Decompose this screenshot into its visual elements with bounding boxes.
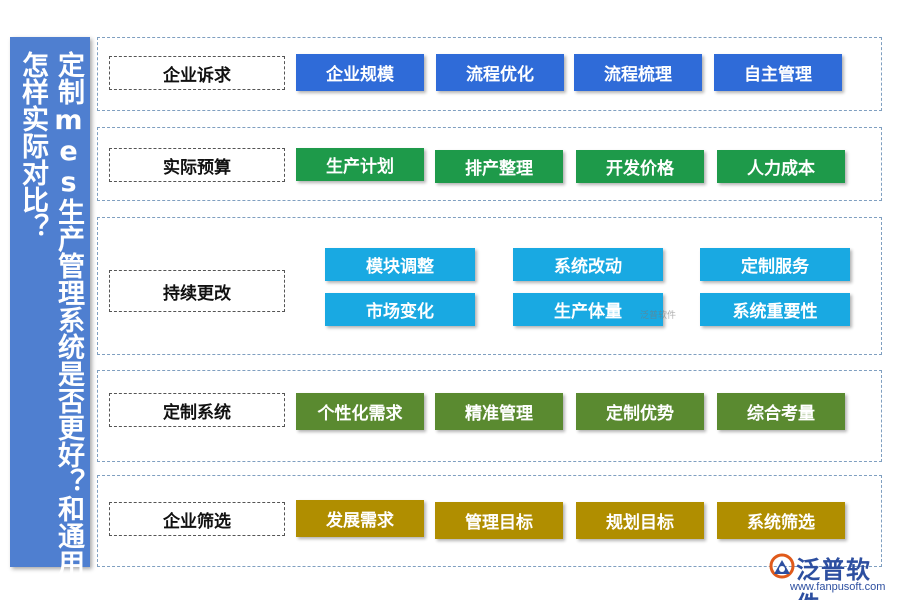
item-box: 规划目标 (576, 502, 704, 539)
item-box: 生产计划 (296, 148, 424, 181)
row-label: 实际预算 (109, 148, 285, 182)
item-box: 管理目标 (435, 502, 563, 539)
fanpu-logo: 泛普软件 www.fanpusoft.com (768, 550, 893, 600)
watermark: 泛普软件 (640, 311, 677, 321)
item-box: 综合考量 (717, 393, 845, 430)
title-line-2: 怎样实际对比？ (17, 51, 48, 240)
logo-url: www.fanpusoft.com (790, 581, 886, 593)
title-panel: 定制mes生产管理系统是否更好？和通用 怎样实际对比？ (10, 37, 90, 576)
item-box: 市场变化 (325, 293, 475, 326)
item-box: 定制服务 (700, 248, 850, 281)
row-enterprise-screening: 企业筛选 发展需求 管理目标 规划目标 系统筛选 (97, 475, 882, 567)
row-enterprise-demand: 企业诉求 企业规模 流程优化 流程梳理 自主管理 (97, 37, 882, 111)
item-box: 人力成本 (717, 150, 845, 183)
item-box: 流程梳理 (574, 54, 702, 91)
item-box: 系统改动 (513, 248, 663, 281)
row-label: 持续更改 (109, 270, 285, 312)
item-box: 生产体量 (513, 293, 663, 326)
item-box: 流程优化 (436, 54, 564, 91)
item-box: 企业规模 (296, 54, 424, 91)
logo-name: 泛普软件 (796, 555, 871, 600)
item-box: 发展需求 (296, 500, 424, 537)
row-label: 企业筛选 (109, 502, 285, 536)
title-line-1: 定制mes生产管理系统是否更好？和通用 (53, 51, 84, 576)
row-custom-system: 定制系统 个性化需求 精准管理 定制优势 综合考量 (97, 370, 882, 462)
row-continuous-change: 持续更改 模块调整 系统改动 定制服务 市场变化 生产体量 系统重要性 (97, 217, 882, 355)
row-label: 定制系统 (109, 393, 285, 427)
item-box: 开发价格 (576, 150, 704, 183)
item-box: 定制优势 (576, 393, 704, 430)
item-box: 排产整理 (435, 150, 563, 183)
fanpu-logo-icon (769, 553, 795, 579)
item-box: 自主管理 (714, 54, 842, 91)
item-box: 精准管理 (435, 393, 563, 430)
item-box: 模块调整 (325, 248, 475, 281)
row-actual-budget: 实际预算 生产计划 排产整理 开发价格 人力成本 (97, 127, 882, 201)
item-box: 系统重要性 (700, 293, 850, 326)
item-box: 个性化需求 (296, 393, 424, 430)
row-label: 企业诉求 (109, 56, 285, 90)
item-box: 系统筛选 (717, 502, 845, 539)
